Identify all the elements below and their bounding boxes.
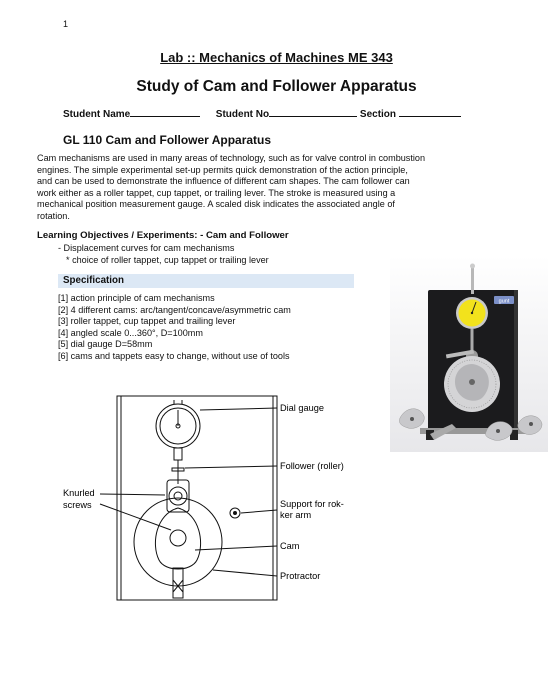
diagram-label-follower: Follower (roller) [280,461,344,471]
spec-item: [5] dial gauge D=58mm [58,339,153,349]
description-line: and can be used to demonstrate the influ… [37,176,410,187]
diagram-label-protractor: Protractor [280,571,320,581]
spec-item: [1] action principle of cam mechanisms [58,293,215,303]
description-line: Cam mechanisms are used in many areas of… [37,153,426,163]
page-title: Study of Cam and Follower Apparatus [136,78,417,95]
objectives-heading: Learning Objectives / Experiments: - Cam… [37,230,289,241]
specification-bar [58,274,354,288]
lab-title: Lab :: Mechanics of Machines ME 343 [160,50,393,65]
diagram-label-knurled: Knurled [63,488,95,498]
diagram-label-screws: screws [63,500,92,510]
section-label: Section [359,109,397,120]
objective-item: * choice of roller tappet, cup tappet or… [66,255,269,265]
section-blank[interactable] [398,108,461,117]
cam-follower-diagram: Dial gauge Follower (roller) Knurled scr… [63,395,344,601]
spec-item: [2] 4 different cams: arc/tangent/concav… [58,304,291,315]
diagram-label-dial-gauge: Dial gauge [280,403,324,413]
student-number-label: Student No [215,109,270,120]
student-name-blank[interactable] [130,108,201,117]
specification-list: [1] action principle of cam mechanisms [… [58,293,291,362]
student-name-label: Student Name [63,109,131,120]
spec-item: [3] roller tappet, cup tappet and traili… [58,316,236,326]
section-title: GL 110 Cam and Follower Apparatus [63,133,272,147]
student-number-blank[interactable] [269,108,358,117]
description-line: engines. The simple experimental set-up … [37,164,408,175]
student-info-line: Student Name Student No Section [63,108,461,120]
brand-badge: gunt [499,299,510,305]
diagram-label-cam: Cam [280,541,300,551]
diagram-label-support: Support for rok- [280,499,344,509]
diagram-label-rocker-arm: ker arm [280,510,311,520]
description-line: work either as a roller tappet, cup tapp… [37,187,396,198]
apparatus-photo: gunt [390,256,548,452]
description-line: rotation. [37,210,70,221]
description-line: mechanical position measurement gauge. A… [37,199,395,210]
spec-item: [4] angled scale 0...360°, D=100mm [58,327,203,338]
spec-item: [6] cams and tappets easy to change, wit… [58,350,290,361]
description-paragraph: Cam mechanisms are used in many areas of… [37,153,514,223]
objective-item: - Displacement curves for cam mechanisms [58,243,235,253]
specification-heading: Specification [63,275,124,286]
page-number: 1 [63,19,69,29]
